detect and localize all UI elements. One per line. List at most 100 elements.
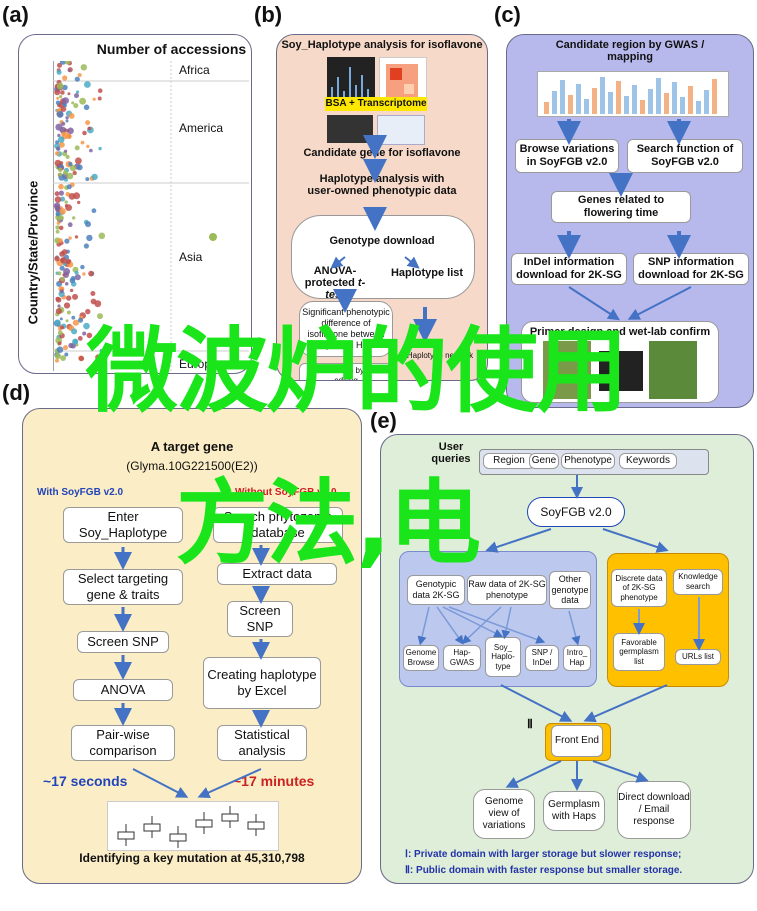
accession-dot xyxy=(54,196,62,203)
accession-dot xyxy=(57,136,65,143)
accession-dot xyxy=(55,123,63,131)
raw-phenotype-box: Raw data of 2K-SG phenotype xyxy=(467,575,547,605)
accession-dot xyxy=(58,141,65,148)
panel-e-arrows xyxy=(417,475,705,791)
region-europe: Europe xyxy=(179,357,218,371)
accession-dot xyxy=(91,208,97,214)
step-enter-haplotype: Enter Soy_Haplotype xyxy=(63,507,183,543)
accession-dot xyxy=(72,293,78,300)
accession-dot xyxy=(59,95,63,99)
accession-dot xyxy=(72,170,77,176)
accession-dot xyxy=(60,325,65,330)
accession-dot xyxy=(57,330,63,336)
accession-dot xyxy=(56,221,61,225)
region-africa: Africa xyxy=(179,63,210,77)
accession-dot xyxy=(97,96,102,101)
accession-dot xyxy=(85,308,91,315)
accession-dot xyxy=(63,103,67,108)
accession-dot xyxy=(63,302,71,309)
accession-dot xyxy=(71,101,75,105)
accession-dot xyxy=(82,130,87,136)
accession-dot xyxy=(74,76,80,82)
accession-dot xyxy=(60,257,67,264)
panel-c: Candidate region by GWAS / mapping Brows… xyxy=(506,34,754,408)
germplasm-haps-box: Germplasm with Haps xyxy=(543,791,605,831)
accession-dot xyxy=(54,159,62,167)
hap-gwas-box: Hap-GWAS xyxy=(443,645,481,671)
accession-dot xyxy=(54,353,61,360)
accession-dot xyxy=(76,90,80,94)
boxplot-box xyxy=(117,831,135,840)
discrete-data-box: Discrete data of 2K-SG phenotype xyxy=(611,569,667,607)
region-america: America xyxy=(179,121,224,135)
thumbnail-bar xyxy=(632,85,637,114)
accession-dot xyxy=(66,295,72,301)
accession-dot xyxy=(64,352,69,357)
watermark-line-2: 方法,电 xyxy=(176,470,481,577)
accession-dot xyxy=(80,64,87,71)
accession-dot xyxy=(55,100,61,106)
accession-dot xyxy=(71,315,76,320)
thumbnail-bar xyxy=(576,84,581,114)
accession-dot xyxy=(58,225,64,231)
panel-b-arrows xyxy=(330,135,437,343)
thumbnail-bar xyxy=(696,101,701,114)
accession-dot xyxy=(60,196,66,202)
accession-dot xyxy=(74,93,79,99)
step-statistical: Statistical analysis xyxy=(217,725,307,761)
accession-dot xyxy=(59,289,64,294)
accession-dot xyxy=(65,154,70,159)
genotype-download: Genotype download xyxy=(329,235,435,247)
without-soyfgb: Without SoyFGB v2.0 xyxy=(235,487,337,498)
query-keywords: Keywords xyxy=(619,453,677,469)
thumbnail-bar xyxy=(664,93,669,114)
step-extract-data: Extract data xyxy=(217,563,337,585)
accession-dot xyxy=(65,259,71,265)
accession-dot xyxy=(87,126,92,131)
accession-dot xyxy=(79,97,86,105)
accession-dot xyxy=(56,82,64,90)
key-mutation-result: Identifying a key mutation at 45,310,798 xyxy=(79,851,305,865)
accession-dot xyxy=(74,145,80,151)
accession-dot xyxy=(56,146,61,151)
accession-dot xyxy=(58,183,64,190)
accession-dot xyxy=(83,322,90,330)
intro-hap-box: Intro_ Hap xyxy=(563,645,591,671)
panel-a-label: (a) xyxy=(2,2,29,27)
accession-dot xyxy=(56,96,60,100)
accession-dot xyxy=(72,216,76,220)
accession-dot xyxy=(54,89,61,96)
indel-download-box: InDel information download for 2K-SG xyxy=(511,253,627,285)
boxplot-box xyxy=(195,819,213,828)
accession-dot xyxy=(66,172,74,180)
accession-dot xyxy=(58,190,64,196)
other-genotype-box: Other genotype data xyxy=(549,571,591,609)
genome-view-box: Genome view of variations xyxy=(473,789,535,839)
thumbnail-bar xyxy=(544,102,549,114)
thumbnail-bar xyxy=(608,92,613,114)
accession-dot xyxy=(55,358,59,363)
public-domain-note: Ⅱ: Public domain with faster response bu… xyxy=(405,865,683,876)
panel-e-label: (e) xyxy=(370,408,397,433)
accession-dot xyxy=(58,238,63,244)
boxplot-result xyxy=(107,801,279,851)
accession-dot xyxy=(54,256,60,262)
accession-dot xyxy=(65,319,69,323)
accession-dot xyxy=(58,172,63,177)
accession-dot xyxy=(73,192,81,200)
accession-dot xyxy=(98,232,106,240)
accession-dot xyxy=(91,173,98,181)
thumbnail-bar xyxy=(680,97,685,114)
accession-dot xyxy=(85,221,91,228)
accession-dot xyxy=(65,116,69,120)
accession-dot xyxy=(90,291,96,296)
boxplot-thumbnail xyxy=(537,71,729,117)
accession-dot xyxy=(75,157,82,165)
accession-dot xyxy=(85,177,90,182)
accession-dot xyxy=(65,119,69,123)
direct-download-box: Direct download / Email response xyxy=(617,781,691,839)
panel-a: Number of accessions Country/State/Provi… xyxy=(18,34,252,374)
accession-dot xyxy=(66,184,72,190)
accession-dot xyxy=(54,319,61,326)
thumbnail-bar xyxy=(624,96,629,114)
